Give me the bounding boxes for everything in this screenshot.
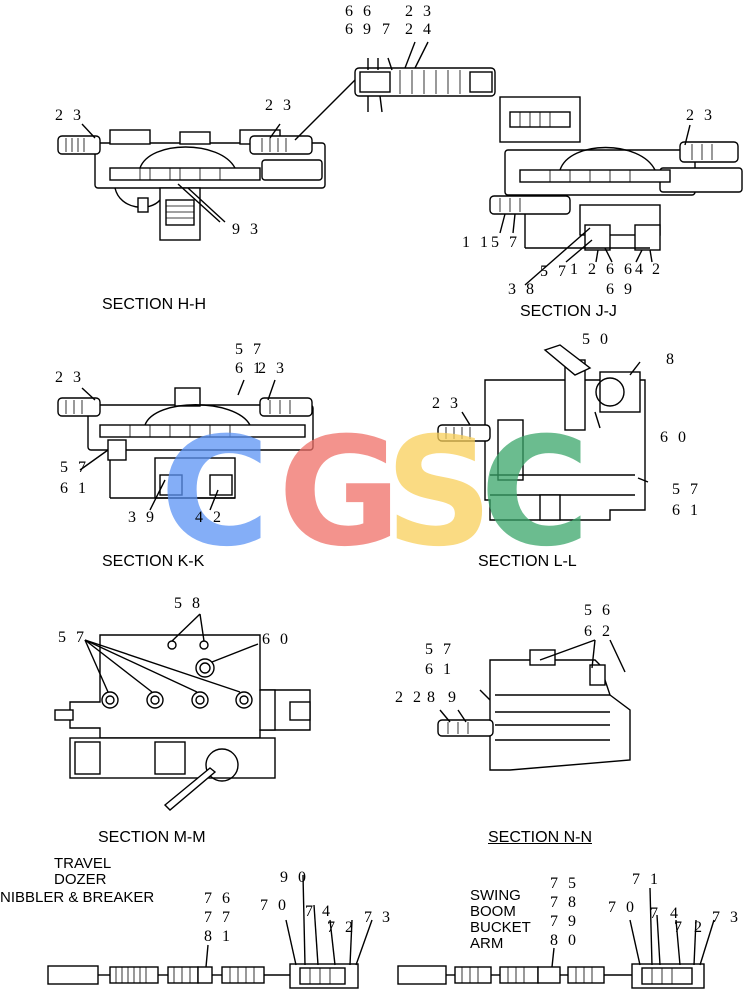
mm-label-c: 6 0 [262, 631, 291, 648]
kk-label-a: 5 7 [235, 341, 264, 358]
ll-label-b: 8 [666, 351, 677, 368]
spool-left-name-3: NIBBLER & BREAKER [0, 889, 155, 906]
spool-left-label-f: 7 [305, 903, 316, 920]
ll-label-a: 5 0 [582, 331, 611, 348]
spool-right-label-c: 7 9 [550, 913, 579, 930]
nn-label-c: 5 7 [425, 641, 454, 658]
spool-left-label-c: 8 1 [204, 928, 233, 945]
jj-label-j: 6 9 [606, 281, 635, 298]
jj-label-h: 2 [652, 261, 663, 278]
section-ll-drawing [437, 344, 649, 521]
nn-label-b: 6 2 [584, 623, 613, 640]
kk-label-h: 4 2 [195, 509, 224, 526]
jj-label-d: 1 [570, 261, 581, 278]
section-kk-title: SECTION K-K [102, 553, 205, 570]
spool-left-name-1: TRAVEL [54, 855, 112, 872]
spool-right-name-2: BOOM [470, 903, 516, 920]
jj-label-a: 2 3 [686, 107, 715, 124]
spool-right-name-4: ARM [470, 935, 504, 952]
spool-right-label-h: 4 [670, 905, 681, 922]
spool-left-name-2: DOZER [54, 871, 107, 888]
mm-label-b: 5 7 [58, 629, 87, 646]
spool-left-label-a: 7 6 [204, 890, 233, 907]
ll-label-e: 5 7 [672, 481, 701, 498]
section-nn-drawing [437, 639, 631, 771]
kk-label-f: 6 1 [60, 480, 89, 497]
detail-label-a: 6 6 [345, 3, 374, 20]
spool-right-drawing [397, 887, 715, 989]
section-jj-title: SECTION J-J [520, 303, 617, 320]
spool-right-label-d: 8 0 [550, 932, 579, 949]
spool-right-label-g: 7 [650, 905, 661, 922]
kk-label-b: 6 1 [235, 360, 264, 377]
spool-right-label-i: 7 [674, 919, 685, 936]
section-mm-drawing [54, 613, 311, 811]
nn-label-e: 2 2 [395, 689, 424, 706]
spool-right-label-a: 7 5 [550, 875, 579, 892]
spool-left-label-e: 7 0 [260, 897, 289, 914]
detail-label-c: 7 [382, 21, 393, 38]
watermark-letter-g: G [278, 406, 402, 580]
nn-label-a: 5 6 [584, 602, 613, 619]
spool-left-label-g: 4 [322, 903, 333, 920]
detail-drawing [354, 41, 496, 113]
spool-right-label-j: 2 [694, 919, 705, 936]
ll-label-f: 6 1 [672, 502, 701, 519]
section-hh-drawing [57, 79, 356, 241]
hh-label-c: 9 3 [232, 221, 261, 238]
watermark-letter-c2: C [480, 406, 591, 580]
spool-right-label-b: 7 8 [550, 894, 579, 911]
jj-label-f: 6 [606, 261, 617, 278]
hh-label-b: 2 3 [265, 97, 294, 114]
spool-right-name-1: SWING [470, 887, 521, 904]
jj-label-b: 1 15 7 [462, 234, 520, 251]
jj-label-g: 64 [624, 261, 646, 278]
spool-left-label-h: 7 [327, 919, 338, 936]
nn-label-g: 9 [448, 689, 459, 706]
watermark-letter-s: S [385, 406, 494, 580]
section-nn-title: SECTION N-N [488, 829, 592, 846]
jj-label-e: 2 [588, 261, 599, 278]
kk-label-g: 3 9 [128, 509, 157, 526]
spool-left-label-i: 2 [345, 919, 356, 936]
watermark-letter-c1: C [160, 406, 271, 580]
spool-left-label-d: 9 0 [280, 869, 309, 886]
jj-label-c: 5 7 [540, 263, 569, 280]
section-mm-title: SECTION M-M [98, 829, 206, 846]
spool-right-label-e: 7 1 [632, 871, 661, 888]
section-kk-drawing [57, 379, 314, 511]
section-jj-drawing [489, 96, 743, 286]
spool-right-name-3: BUCKET [470, 919, 531, 936]
spool-left-label-j: 7 3 [364, 909, 393, 926]
kk-label-d: 2 3 [55, 369, 84, 386]
hh-label-a: 2 3 [55, 107, 84, 124]
spool-right-label-k: 7 3 [712, 909, 741, 926]
mm-label-a: 5 8 [174, 595, 203, 612]
jj-label-i: 3 8 [508, 281, 537, 298]
kk-label-c: 2 3 [258, 360, 287, 377]
spool-left-label-b: 7 7 [204, 909, 233, 926]
nn-label-d: 6 1 [425, 661, 454, 678]
nn-label-f: 8 [427, 689, 438, 706]
detail-label-b: 6 9 [345, 21, 374, 38]
kk-label-e: 5 7 [60, 459, 89, 476]
detail-label-d: 2 3 [405, 3, 434, 20]
section-ll-title: SECTION L-L [478, 553, 577, 570]
spool-right-label-f: 7 0 [608, 899, 637, 916]
ll-label-d: 6 0 [660, 429, 689, 446]
spool-left-drawing [47, 874, 373, 989]
section-hh-title: SECTION H-H [102, 296, 206, 313]
ll-label-c: 2 3 [432, 395, 461, 412]
detail-label-e: 2 4 [405, 21, 434, 38]
